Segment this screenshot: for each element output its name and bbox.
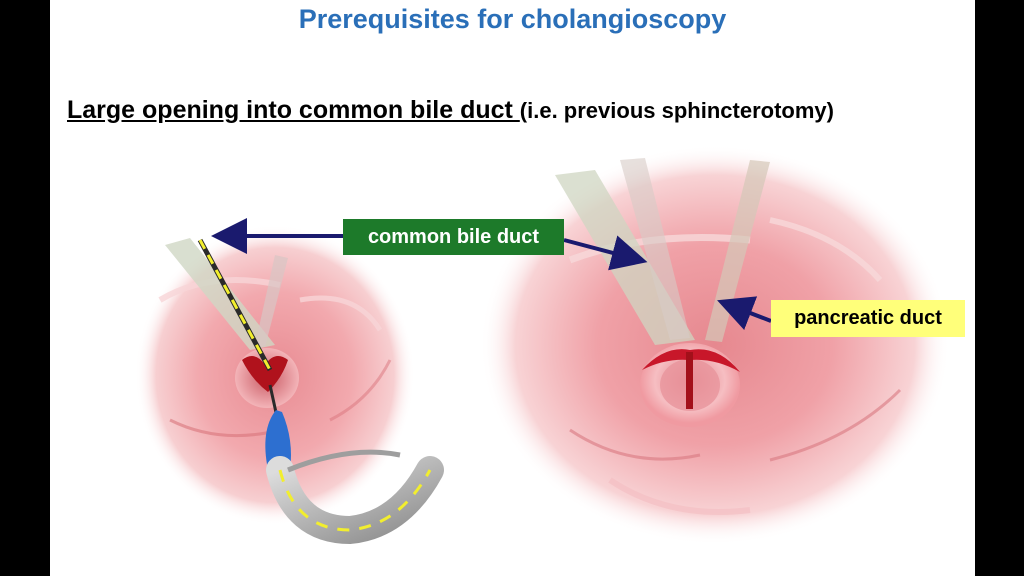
pancreatic-duct-label: pancreatic duct (771, 300, 965, 337)
left-mucosa-illustration (135, 225, 444, 545)
subtitle-note: (i.e. previous sphincterotomy) (519, 98, 834, 123)
right-mucosa-illustration (480, 145, 950, 545)
slide-title: Prerequisites for cholangioscopy (298, 4, 727, 34)
cbd-right-arrow (563, 235, 648, 271)
slide-subtitle: Large opening into common bile duct (i.e… (67, 96, 834, 125)
slide: Prerequisites for cholangioscopy Large o… (50, 0, 975, 576)
common-bile-duct-label: common bile duct (343, 219, 564, 255)
pd-arrow (717, 296, 772, 330)
anatomy-illustration (135, 145, 950, 545)
subtitle-main: Large opening into common bile duct (67, 96, 520, 124)
